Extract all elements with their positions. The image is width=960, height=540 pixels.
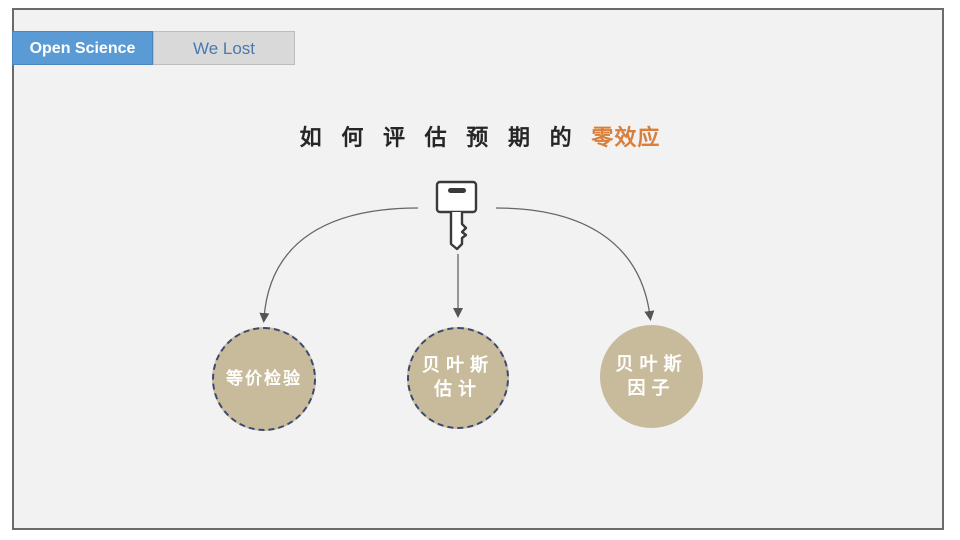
arrow-left — [259, 207, 419, 323]
method-label: 估计 — [434, 379, 482, 400]
slide-title: 如 何 评 估 预 期 的 零效应 — [0, 120, 960, 152]
method-label: 等价检验 — [226, 369, 302, 389]
method-bayes-factor: 贝叶斯 因子 — [600, 325, 703, 428]
method-label: 因子 — [627, 377, 676, 399]
slide-frame — [12, 8, 944, 530]
arrow-right — [495, 207, 655, 321]
tab-we-lost[interactable]: We Lost — [153, 31, 295, 65]
title-main: 如 何 评 估 预 期 的 — [299, 126, 578, 151]
method-bayesian-estimation: 贝叶斯 估计 — [407, 327, 509, 429]
method-label: 贝叶斯 — [422, 355, 494, 376]
method-equivalence-test: 等价检验 — [212, 327, 316, 431]
tab-open-science[interactable]: Open Science — [12, 31, 153, 65]
title-accent: 零效应 — [591, 126, 661, 151]
method-label: 贝叶斯 — [615, 353, 688, 375]
key-icon — [435, 180, 478, 251]
